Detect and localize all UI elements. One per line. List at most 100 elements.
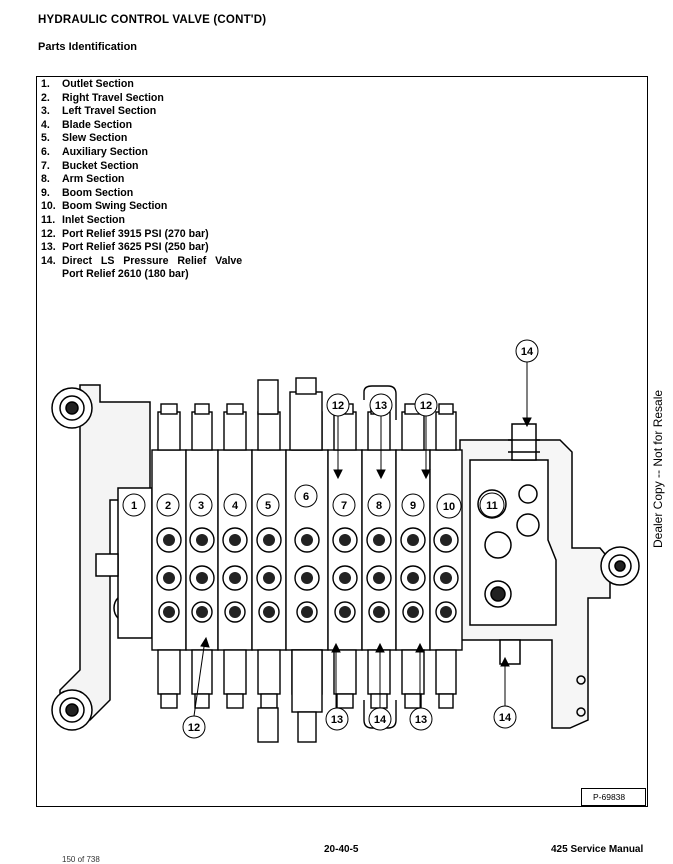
page-header-title: HYDRAULIC CONTROL VALVE (CONT'D) — [38, 14, 267, 26]
item-label: Outlet Section — [62, 78, 134, 90]
valve-section-body — [151, 403, 187, 709]
callout-top-12b: 12 — [414, 393, 438, 417]
item-number: 6. — [41, 145, 50, 158]
item-number: 10. — [41, 200, 56, 213]
callout-label: 4 — [232, 500, 239, 512]
list-item: 9. Boom Section — [41, 187, 242, 201]
callout-bottom-13a: 13 — [325, 707, 349, 731]
callout-bottom-14a: 14 — [368, 707, 392, 731]
list-item: 12. Port Relief 3915 PSI (270 bar) — [41, 228, 242, 242]
item-label: Left Travel Section — [62, 105, 157, 118]
callout-label: 5 — [265, 500, 271, 512]
list-item: 3. Left Travel Section — [41, 105, 242, 119]
callout-label: 13 — [415, 714, 427, 726]
callout-10: 10 — [436, 493, 462, 519]
auxiliary-fitting — [289, 377, 323, 743]
callout-top-14: 14 — [515, 339, 539, 363]
section-subtitle: Parts Identification — [38, 41, 138, 53]
valve-section-body — [185, 403, 219, 709]
item-number: 11. — [41, 213, 56, 226]
callout-label: 10 — [443, 501, 455, 513]
callout-3: 3 — [189, 493, 213, 517]
list-item: 13. Port Relief 3625 PSI (250 bar) — [41, 241, 242, 255]
callout-label: 13 — [331, 714, 343, 726]
valve-section-body — [217, 403, 253, 709]
item-number: 4. — [41, 118, 50, 131]
callout-label: 6 — [303, 491, 309, 503]
callout-top-13: 13 — [369, 393, 393, 417]
item-label: Arm Section — [62, 173, 125, 186]
valve-section-body — [327, 403, 363, 709]
valve-section-body — [361, 403, 397, 709]
item-label: Boom Swing Section — [62, 200, 168, 213]
figure-id-box: P-69838 — [581, 788, 646, 806]
callout-label: 12 — [188, 722, 200, 734]
valve-section-body — [429, 403, 463, 709]
item-label: Port Relief 3915 PSI (270 bar) — [62, 227, 209, 240]
item-label: Direct LS Pressure Relief Valve — [62, 254, 243, 267]
item-number: 9. — [41, 186, 50, 199]
item-label: Auxiliary Section — [62, 145, 148, 158]
callout-label: 11 — [486, 500, 498, 512]
callout-top-12a: 12 — [326, 393, 350, 417]
list-item-continuation: Port Relief 2610 (180 bar) — [41, 268, 242, 282]
item-number: 13. — [41, 241, 56, 254]
callout-label: 3 — [198, 500, 204, 512]
manual-title: 425 Service Manual — [551, 844, 644, 855]
item-label: Slew Section — [62, 132, 128, 145]
callout-5: 5 — [256, 493, 280, 517]
list-item: 10. Boom Swing Section — [41, 200, 242, 214]
item-number: 12. — [41, 227, 56, 240]
callout-label: 1 — [131, 500, 137, 512]
item-label: Inlet Section — [62, 213, 125, 226]
callout-leaders — [193, 360, 532, 717]
callout-label: 12 — [420, 400, 432, 412]
list-item: 6. Auxiliary Section — [41, 146, 242, 160]
list-item: 1.Outlet Section — [41, 78, 242, 92]
item-number: 7. — [41, 159, 50, 172]
list-item: 5.Slew Section — [41, 132, 242, 146]
list-item: 4.Blade Section — [41, 119, 242, 133]
callout-label: 14 — [374, 714, 387, 726]
callout-label: 14 — [499, 712, 512, 724]
item-label: Port Relief 2610 (180 bar) — [62, 268, 189, 281]
list-item: 14. Direct LS Pressure Relief Valve — [41, 255, 242, 269]
item-number: 2. — [41, 91, 50, 104]
callout-label: 14 — [521, 346, 534, 358]
callout-8: 8 — [367, 493, 391, 517]
item-label: Right Travel Section — [62, 91, 164, 104]
figure-frame — [36, 76, 648, 807]
callout-label: 13 — [375, 400, 387, 412]
callout-bottom-12: 12 — [182, 715, 206, 739]
list-item: 8. Arm Section — [41, 173, 242, 187]
callout-bottom-13b: 13 — [409, 707, 433, 731]
list-item: 11. Inlet Section — [41, 214, 242, 228]
page-number: 20-40-5 — [324, 844, 359, 855]
callout-label: 8 — [376, 500, 382, 512]
parts-list: 1.Outlet Section 2.Right Travel Section … — [41, 78, 242, 282]
item-label: Bucket Section — [62, 159, 139, 172]
callout-2: 2 — [156, 493, 180, 517]
callout-label: 12 — [332, 400, 344, 412]
item-number: 8. — [41, 173, 50, 186]
callout-1: 1 — [122, 493, 146, 517]
callout-4: 4 — [223, 493, 247, 517]
item-label: Boom Section — [62, 186, 134, 199]
callout-9: 9 — [401, 493, 425, 517]
valve-section-body — [395, 403, 431, 709]
callout-label: 9 — [410, 500, 416, 512]
page-count: 150 of 738 — [62, 855, 100, 864]
callout-label: 2 — [165, 500, 171, 512]
item-number: 3. — [41, 105, 50, 118]
blade-fitting — [257, 379, 279, 743]
item-label: Port Relief 3625 PSI (250 bar) — [62, 241, 209, 254]
callout-labels: 1 2 3 4 5 6 7 8 9 10 11 12 13 12 14 12 1… — [122, 339, 539, 739]
list-item: 7. Bucket Section — [41, 160, 242, 174]
list-item: 2. Right Travel Section — [41, 92, 242, 106]
callout-label: 7 — [341, 500, 347, 512]
item-number: 14. — [41, 254, 56, 267]
callout-bottom-14b: 14 — [493, 705, 517, 729]
callout-11: 11 — [479, 492, 505, 518]
callout-7: 7 — [332, 493, 356, 517]
